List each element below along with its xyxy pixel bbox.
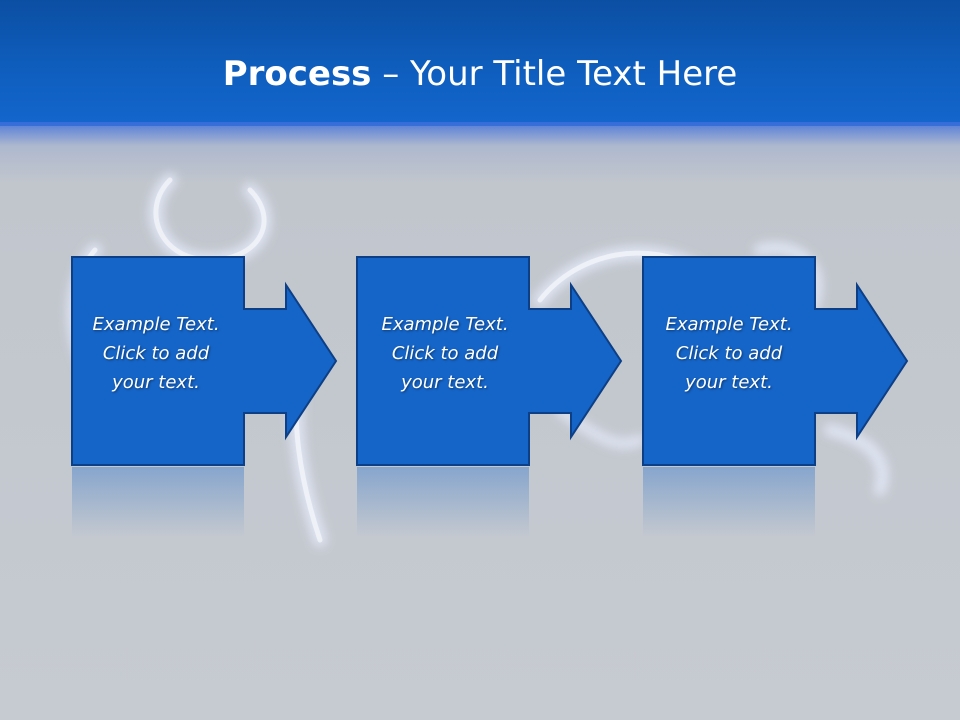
- step-1-line-1: Example Text.: [92, 314, 220, 335]
- step-2-line-1: Example Text.: [381, 314, 509, 335]
- slide-title[interactable]: Process – Your Title Text Here: [0, 52, 960, 96]
- step-1-text[interactable]: Example Text. Click to add your text.: [70, 310, 242, 397]
- title-banner: [0, 0, 960, 126]
- step-3-line-1: Example Text.: [665, 314, 793, 335]
- step-3-text[interactable]: Example Text. Click to add your text.: [643, 310, 815, 397]
- title-rest-text: – Your Title Text Here: [371, 54, 738, 94]
- process-step-2[interactable]: [356, 256, 623, 537]
- step-3-line-3: your text.: [685, 372, 773, 393]
- process-step-1[interactable]: [71, 256, 338, 537]
- step-2-line-2: Click to add: [391, 343, 499, 364]
- banner-glow: [0, 122, 960, 182]
- step-1-line-2: Click to add: [102, 343, 210, 364]
- title-bold-text: Process: [222, 54, 372, 94]
- step-2-text[interactable]: Example Text. Click to add your text.: [359, 310, 531, 397]
- step-2-line-3: your text.: [401, 372, 489, 393]
- process-step-3[interactable]: [642, 256, 909, 537]
- step-3-line-2: Click to add: [675, 343, 783, 364]
- step-1-line-3: your text.: [112, 372, 200, 393]
